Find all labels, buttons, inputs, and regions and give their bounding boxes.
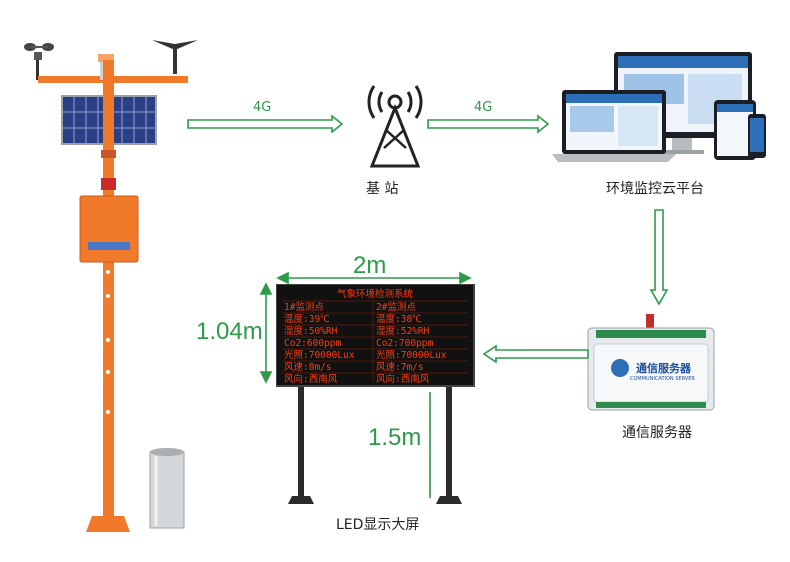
- led-cell: 湿度:50%RH: [284, 325, 338, 337]
- arrow-station-to-base: [187, 114, 344, 134]
- led-cell: 光照:70000Lux: [376, 349, 447, 361]
- led-label: LED显示大屏: [336, 517, 420, 533]
- led-cell: 风速:8m/s: [284, 362, 332, 373]
- link-label-1: 4G: [253, 100, 272, 115]
- anemometer-icon: [24, 43, 54, 80]
- led-cell: 风向:西南风: [284, 373, 338, 385]
- led-col-2: 2#监测点: [376, 301, 416, 313]
- width-dimension: 2m: [353, 252, 387, 279]
- led-cell: 温度:39℃: [284, 313, 330, 325]
- led-col-1: 1#监测点: [284, 301, 324, 313]
- phone-icon: [748, 114, 766, 158]
- server-brand-en: COMMUNICATION SERVER: [630, 376, 695, 382]
- led-cell: 风向:西南风: [376, 373, 430, 385]
- base-station-tower-icon: [367, 85, 423, 168]
- wind-vane-icon: [152, 40, 198, 74]
- led-title: 气象环境检测系统: [337, 288, 414, 300]
- led-cell: 温度:38℃: [376, 313, 422, 325]
- server-brand: 通信服务器: [636, 362, 691, 375]
- led-display-board: 气象环境检测系统 1#监测点 2#监测点 温度:39℃ 温度:38℃ 湿度:50%R…: [276, 284, 475, 504]
- led-cell: 湿度:52%RH: [376, 325, 430, 337]
- server-label: 通信服务器: [622, 425, 692, 441]
- post-height-dimension: 1.5m: [368, 424, 422, 451]
- rain-gauge: [149, 448, 185, 529]
- arrow-base-to-cloud: [427, 114, 550, 134]
- led-cell: 光照:70000Lux: [284, 349, 355, 361]
- link-label-2: 4G: [474, 100, 493, 115]
- led-cell: Co2:600ppm: [284, 338, 341, 349]
- led-cell: 风速:7m/s: [376, 362, 424, 373]
- cloud-platform-devices: [552, 52, 766, 162]
- communication-server: [587, 314, 715, 411]
- cloud-platform-label: 环境监控云平台: [606, 181, 704, 197]
- arrow-server-to-led: [482, 344, 589, 364]
- weather-station: [24, 40, 198, 532]
- led-cell: Co2:700ppm: [376, 338, 433, 349]
- arrow-cloud-to-server: [649, 209, 669, 306]
- laptop-icon: [552, 90, 676, 162]
- control-box: [79, 195, 139, 263]
- tablet-icon: [714, 100, 756, 160]
- base-station-label: 基 站: [366, 181, 399, 197]
- height-dimension: 1.04m: [196, 318, 263, 345]
